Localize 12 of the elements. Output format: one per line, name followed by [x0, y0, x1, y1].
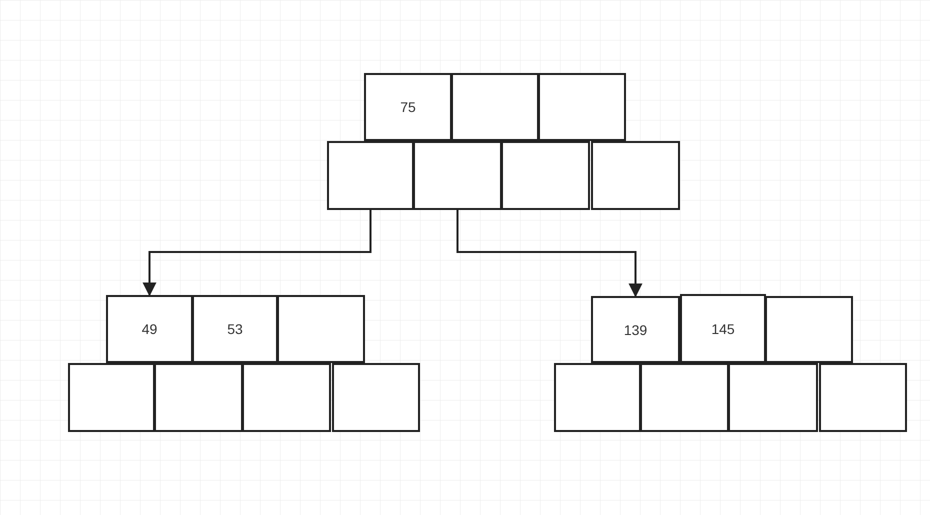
arrow — [456, 210, 642, 298]
key-value: 53 — [227, 321, 243, 337]
key-cell — [591, 296, 680, 363]
key-value: 49 — [142, 321, 158, 337]
key-cell — [106, 295, 193, 363]
key-value: 75 — [400, 99, 416, 115]
key-cell — [192, 295, 278, 363]
key-cell — [680, 294, 766, 363]
arrow — [142, 210, 372, 296]
key-cell — [364, 73, 452, 141]
key-value: 145 — [711, 320, 735, 336]
key-value: 139 — [624, 322, 648, 338]
